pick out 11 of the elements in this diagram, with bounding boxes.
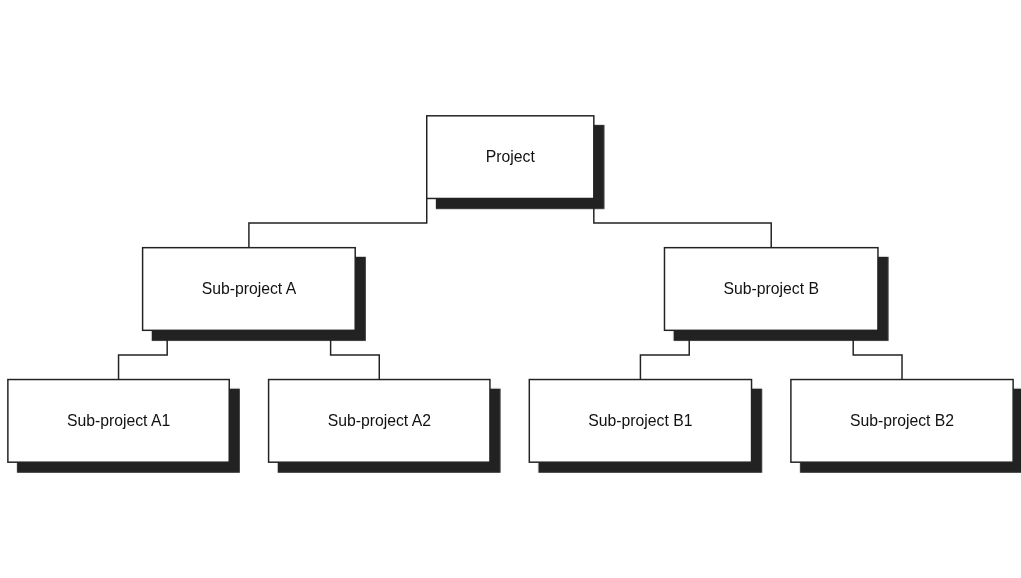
node-box: Sub-project A2 bbox=[267, 378, 491, 463]
node-box: Sub-project A bbox=[141, 246, 356, 332]
connector bbox=[329, 329, 380, 381]
node-box: Sub-project B bbox=[663, 246, 879, 332]
connector bbox=[852, 329, 903, 381]
node-box: Sub-project A1 bbox=[7, 378, 230, 463]
node-box: Sub-project B1 bbox=[528, 378, 753, 463]
connector bbox=[639, 329, 690, 381]
connector bbox=[117, 329, 168, 381]
node-box: Sub-project B2 bbox=[790, 378, 1014, 463]
node-box: Project bbox=[426, 115, 595, 200]
